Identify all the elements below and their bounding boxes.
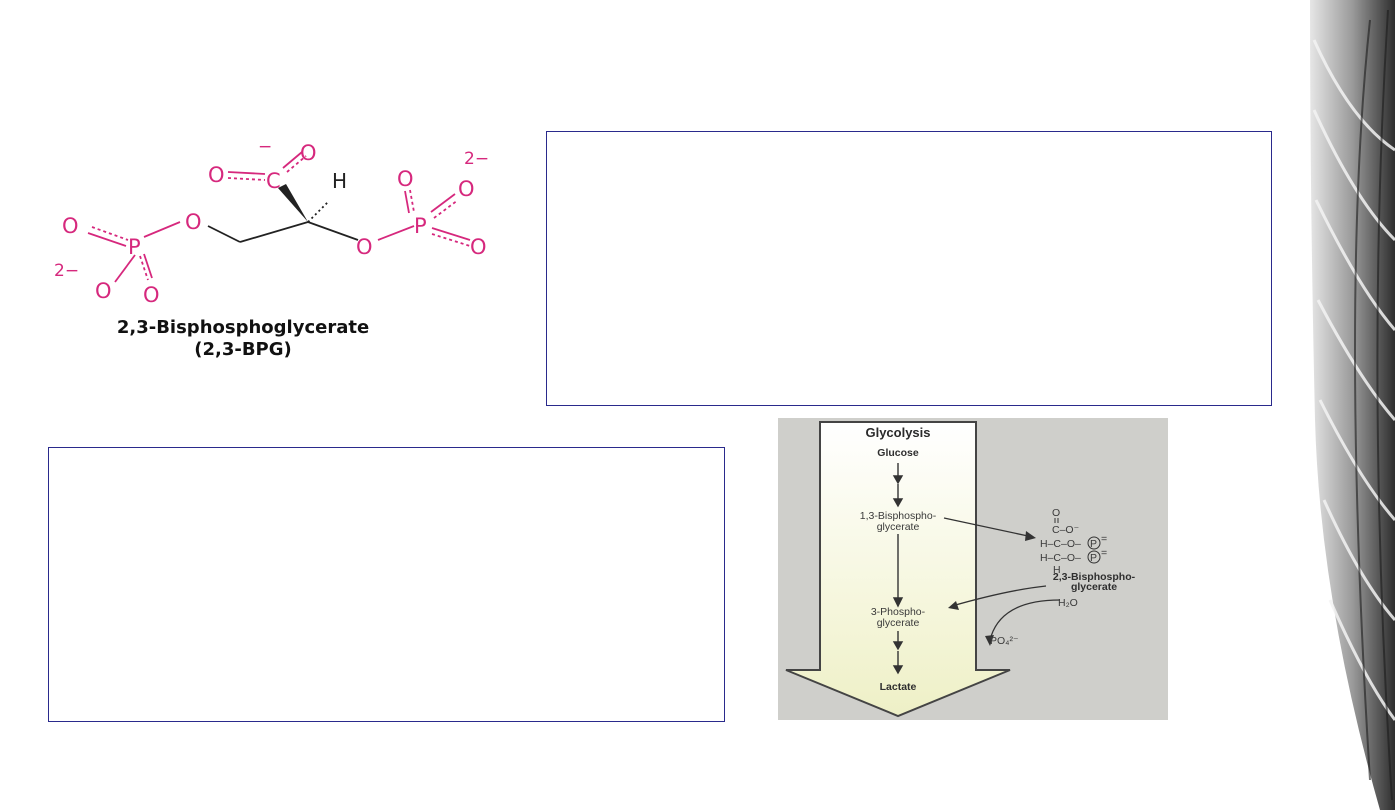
pg3-label-1: 3-Phospho- (871, 606, 926, 618)
atom-h: H (332, 169, 347, 193)
atom-o: O (62, 214, 79, 238)
atom-o: O (397, 167, 414, 191)
atom-o: O (143, 283, 160, 307)
atom-p-left: P (128, 235, 141, 259)
atom-o: O (185, 210, 202, 234)
struct-p-1: P (1090, 538, 1097, 550)
atom-c: C (266, 169, 281, 193)
phosphate-label: PO₄²⁻ (990, 635, 1019, 647)
charge-phosphate-left: 2− (54, 261, 79, 281)
bpg-structure-svg: O P O O O O C O H O P O O O − 2− 2− 2,3-… (54, 137, 489, 360)
text-box-bottom-left[interactable] (48, 447, 725, 722)
bpg13-label-1: 1,3-Bisphospho- (860, 510, 937, 522)
lactate-label: Lactate (880, 681, 917, 693)
atom-o: O (470, 235, 487, 259)
struct-row1: C–O⁻ (1052, 524, 1080, 536)
decorative-swirl (1310, 0, 1395, 810)
text-box-top-right[interactable] (546, 131, 1272, 406)
bpg23-label-2: glycerate (1071, 581, 1117, 593)
struct-row3: H–C–O– (1040, 552, 1081, 564)
struct-pcharge-2: = (1101, 547, 1107, 559)
wedge-bond (278, 184, 308, 222)
water-label: H₂O (1058, 597, 1078, 609)
glycolysis-diagram-svg: Glycolysis Glucose 1,3-Bisphospho- glyce… (785, 421, 1136, 718)
glycolysis-title: Glycolysis (865, 425, 930, 440)
atom-o: O (300, 141, 317, 165)
pg3-label-2: glycerate (877, 617, 920, 629)
struct-row2: H–C–O– (1040, 538, 1081, 550)
atom-o: O (208, 163, 225, 187)
atom-p-right: P (414, 214, 427, 238)
molecule-abbreviation: (2,3-BPG) (194, 339, 292, 360)
struct-pcharge-1: = (1101, 533, 1107, 545)
atom-o: O (356, 235, 373, 259)
molecule-name: 2,3-Bisphosphoglycerate (117, 317, 369, 338)
decorative-swirl-svg (1310, 0, 1395, 810)
atom-o: O (458, 177, 475, 201)
atom-o: O (95, 279, 112, 303)
struct-p-2: P (1090, 552, 1097, 564)
charge-phosphate-right: 2− (464, 149, 489, 169)
bpg-structure: O P O O O O C O H O P O O O − 2− 2− 2,3-… (40, 130, 510, 380)
struct-o: O (1052, 507, 1060, 519)
glycolysis-diagram: Glycolysis Glucose 1,3-Bisphospho- glyce… (778, 418, 1168, 720)
glucose-label: Glucose (877, 447, 919, 459)
charge-carboxylate: − (258, 137, 272, 157)
bpg23-label-1: 2,3-Bisphospho- (1053, 571, 1136, 583)
bpg13-label-2: glycerate (877, 521, 920, 533)
struct-h: H (1053, 564, 1061, 576)
